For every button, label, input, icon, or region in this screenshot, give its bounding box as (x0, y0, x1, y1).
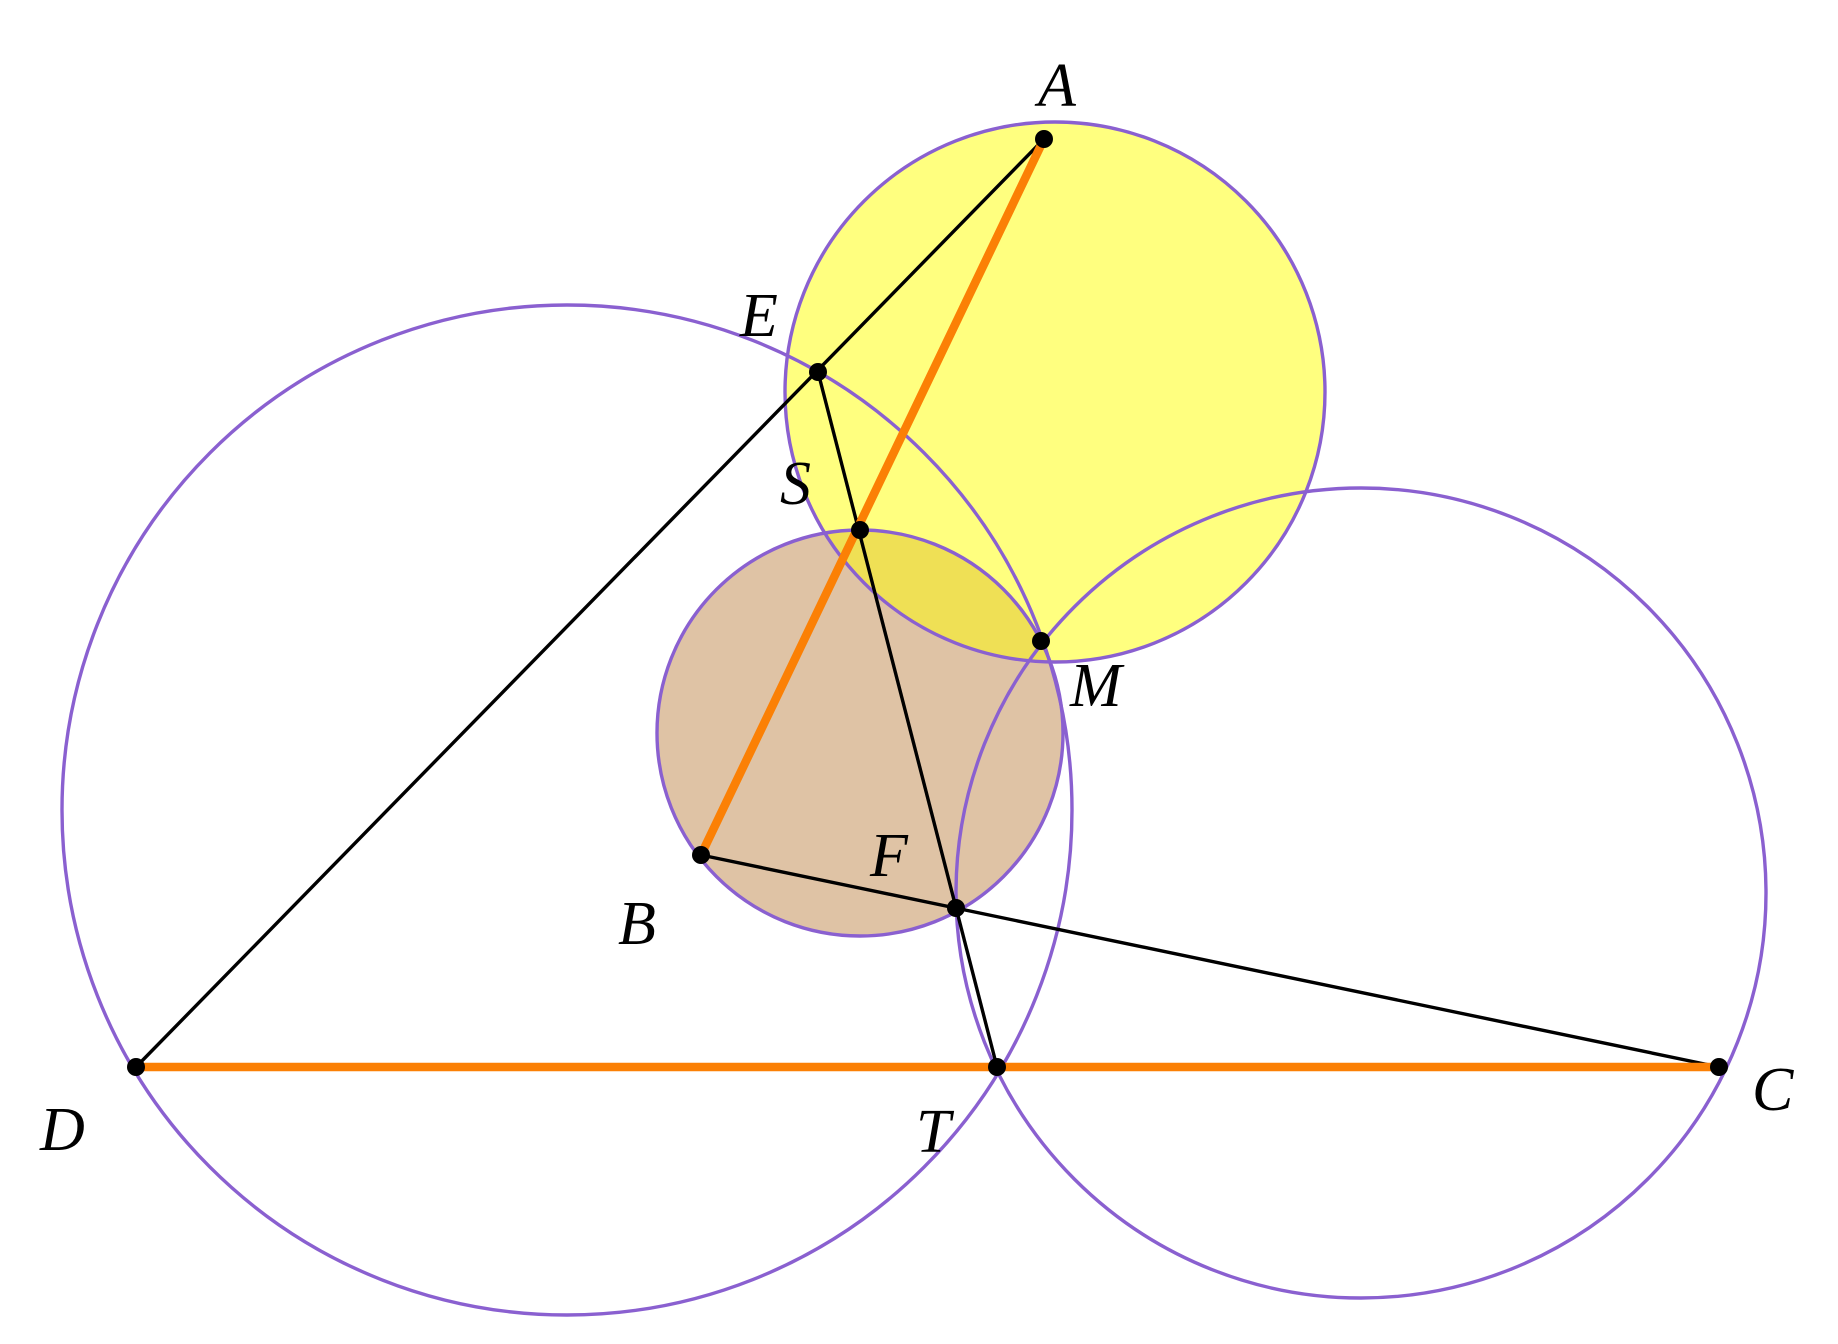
point-M (1032, 632, 1050, 650)
point-F (947, 899, 965, 917)
point-S (851, 521, 869, 539)
circle-overlap-fill (785, 530, 1063, 662)
point-A (1035, 130, 1053, 148)
label-B: B (618, 890, 656, 958)
segment-AD (134, 137, 1046, 1069)
segment-ET (816, 371, 999, 1068)
label-T: T (916, 1098, 955, 1166)
label-A: A (1034, 52, 1077, 120)
label-S: S (780, 450, 811, 518)
point-T (988, 1058, 1006, 1076)
label-M: M (1069, 652, 1125, 720)
point-B (692, 846, 710, 864)
points-group (127, 130, 1728, 1076)
label-E: E (739, 282, 778, 350)
label-C: C (1752, 1056, 1794, 1124)
point-E (809, 363, 827, 381)
labels-group: A E S M F B D T C (39, 52, 1794, 1166)
segment-BC (700, 853, 1720, 1069)
point-C (1710, 1058, 1728, 1076)
circle-large-right (954, 486, 1768, 1300)
circle-yellow (783, 120, 1327, 664)
point-D (127, 1058, 145, 1076)
segment-AB (696, 134, 1049, 860)
segments-group (131, 134, 1724, 1072)
label-D: D (39, 1096, 85, 1164)
circle-large-left (60, 303, 1074, 1317)
label-F: F (869, 822, 909, 890)
